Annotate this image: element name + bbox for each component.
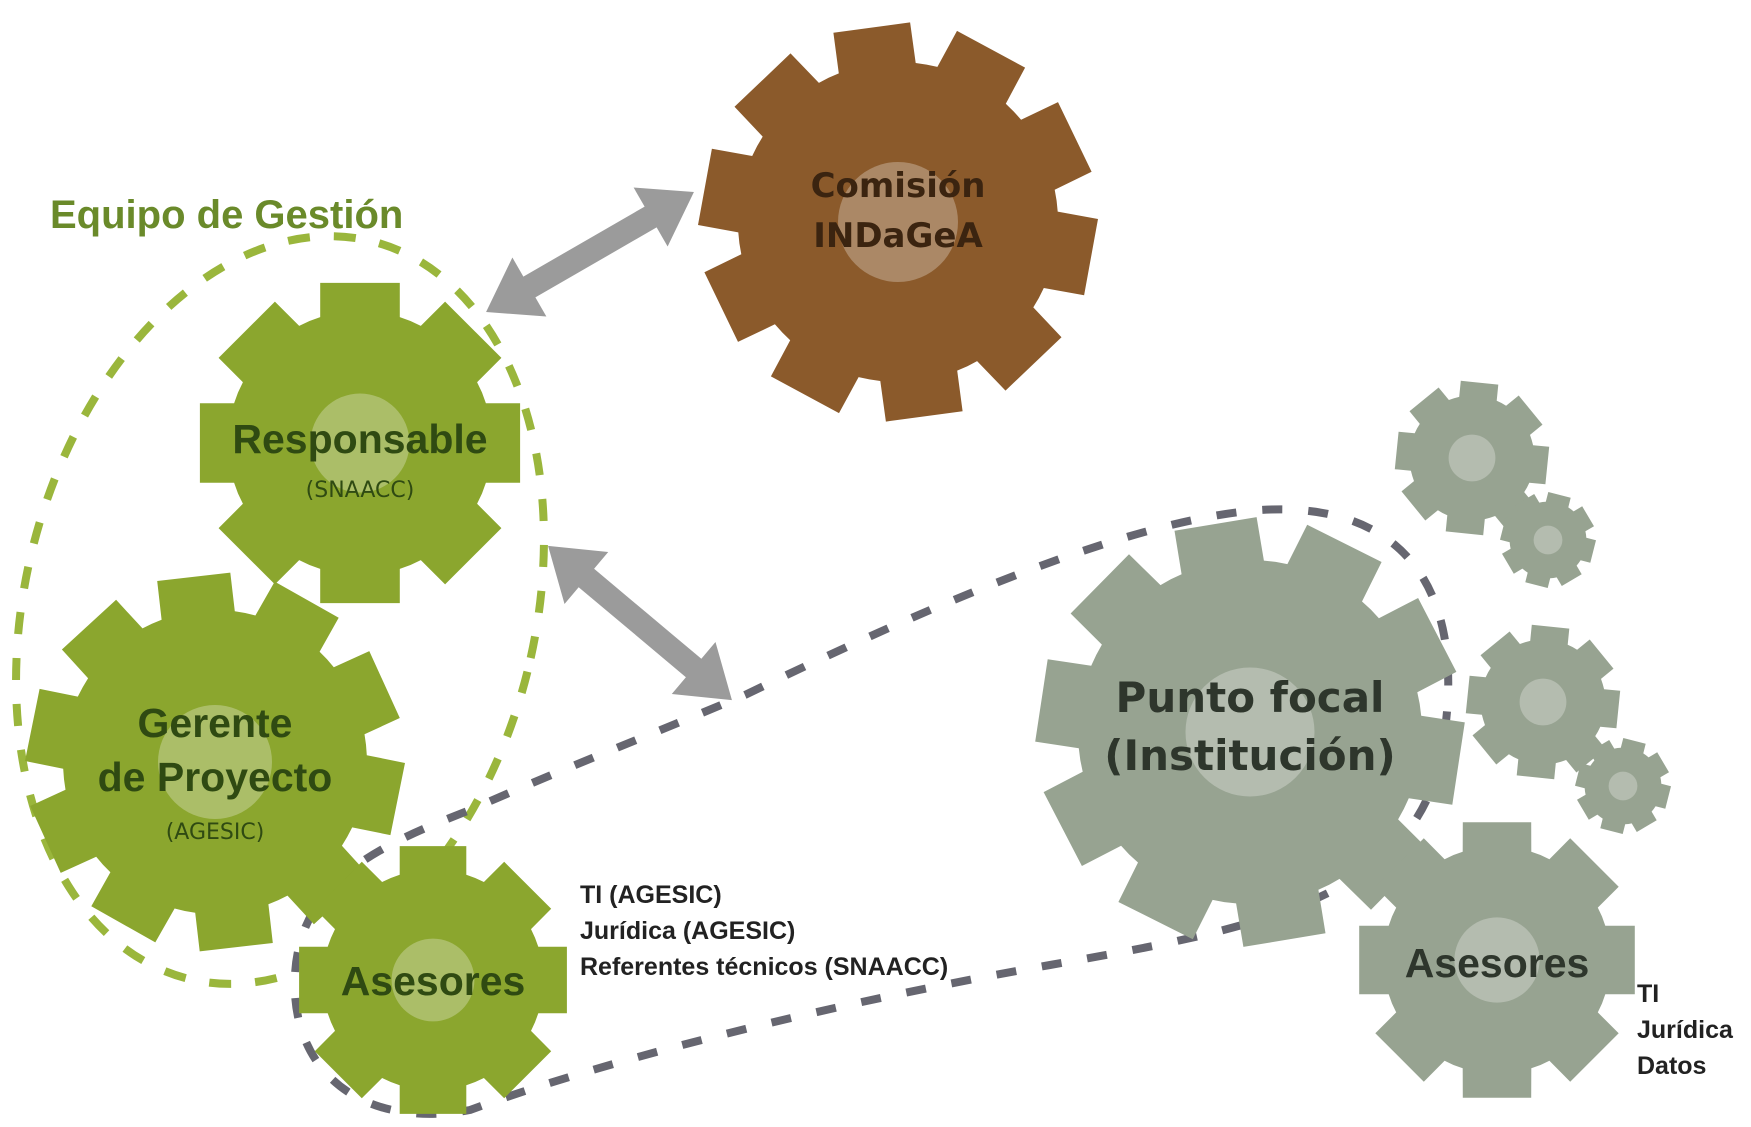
gear-gerente-hub xyxy=(158,705,272,819)
gear-asesores-left-hub xyxy=(391,938,475,1022)
gear-asesores-right-hub xyxy=(1454,917,1540,1003)
asesores-right-note-2: Jurídica xyxy=(1637,1016,1734,1044)
gear-comision-body xyxy=(698,22,1098,422)
gear-responsable-hub xyxy=(310,393,410,493)
asesores-left-note-2: Jurídica (AGESIC) xyxy=(580,917,795,945)
asesores-right-label: Asesores xyxy=(1405,940,1590,986)
arrow-responsable-comision xyxy=(486,187,694,317)
asesores-left-note-1: TI (AGESIC) xyxy=(580,881,722,909)
gear-small-2-body xyxy=(1500,492,1596,588)
group-title: Equipo de Gestión xyxy=(50,193,403,237)
punto-focal-label-line2: (Institución) xyxy=(1104,731,1395,780)
commission-label-line1: Comisión xyxy=(811,166,986,206)
gear-small-3-body xyxy=(1465,624,1621,780)
gear-asesores-right-body xyxy=(1359,822,1635,1098)
gear-small-4-body xyxy=(1575,738,1671,834)
gear-small-4-hub xyxy=(1608,771,1638,801)
gear-small-2 xyxy=(1500,492,1596,588)
gear-asesores-right xyxy=(1359,822,1635,1098)
gear-small-3 xyxy=(1465,624,1621,780)
asesores-right-note-1: TI xyxy=(1637,980,1659,1008)
responsable-label: Responsable xyxy=(232,416,487,462)
gear-punto-focal-body xyxy=(1035,517,1465,947)
punto-focal-label-line1: Punto focal xyxy=(1116,673,1385,722)
gears-layer xyxy=(25,22,1671,1114)
gear-responsable xyxy=(199,282,521,604)
gear-gerente xyxy=(25,572,405,952)
gear-punto-focal-hub xyxy=(1185,667,1315,797)
responsable-sub: (SNAACC) xyxy=(306,478,415,503)
gerente-label-line1: Gerente xyxy=(138,700,293,746)
asesores-left-note-3: Referentes técnicos (SNAACC) xyxy=(580,953,948,981)
commission-label-line2: INDaGeA xyxy=(813,216,983,256)
gear-small-4 xyxy=(1575,738,1671,834)
gear-comision xyxy=(698,22,1098,422)
arrow-responsable-puntofocal xyxy=(548,545,732,701)
management-team-boundary xyxy=(12,232,548,988)
gear-responsable-body xyxy=(199,282,521,604)
asesores-left-label: Asesores xyxy=(341,958,526,1004)
gear-comision-hub xyxy=(838,162,958,282)
gear-punto-focal xyxy=(1035,517,1465,947)
gerente-label-line2: de Proyecto xyxy=(98,754,333,800)
gear-small-2-hub xyxy=(1533,525,1563,555)
gear-small-1 xyxy=(1394,380,1550,536)
gerente-sub: (AGESIC) xyxy=(166,820,265,845)
gear-asesores-left-body xyxy=(299,846,567,1114)
gear-asesores-left xyxy=(299,846,567,1114)
gear-small-3-hub xyxy=(1519,678,1567,726)
gear-gerente-body xyxy=(25,572,405,952)
asesores-right-note-3: Datos xyxy=(1637,1052,1706,1080)
gear-small-1-hub xyxy=(1448,434,1496,482)
gear-small-1-body xyxy=(1394,380,1550,536)
